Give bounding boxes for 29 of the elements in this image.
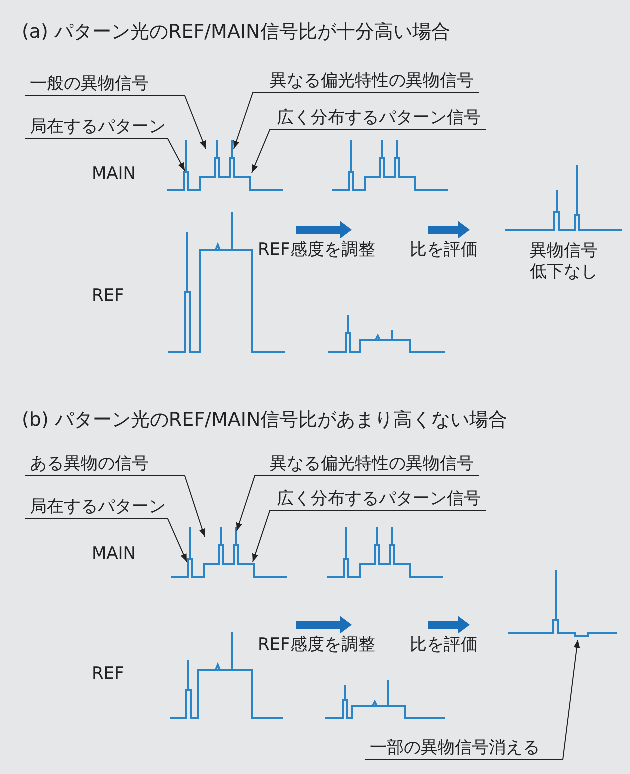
callout-label: 局在するパターン bbox=[30, 118, 166, 137]
section-heading: (b) パターン光のREF/MAIN信号比があまり高くない場合 bbox=[22, 410, 508, 431]
signal-label: REF bbox=[92, 665, 124, 684]
step-label: REF感度を調整 bbox=[258, 636, 376, 655]
leader-line bbox=[252, 510, 486, 562]
section-heading: (a) パターン光のREF/MAIN信号比が十分高い場合 bbox=[22, 22, 450, 43]
signal-label: MAIN bbox=[92, 545, 136, 564]
leader-line bbox=[24, 96, 206, 150]
leader-line bbox=[236, 476, 480, 532]
callout-label: 一部の異物信号消える bbox=[370, 739, 540, 758]
leader-line bbox=[252, 130, 486, 174]
leader-line bbox=[24, 476, 206, 538]
step-label: 比を評価 bbox=[410, 241, 478, 260]
callout-label: 広く分布するパターン信号 bbox=[277, 490, 481, 509]
callout-label: 異なる偏光特性の異物信号 bbox=[270, 455, 474, 474]
signal-label: MAIN bbox=[92, 165, 136, 184]
step-label: 比を評価 bbox=[410, 636, 478, 655]
callout-label: 局在するパターン bbox=[30, 498, 166, 517]
result-label: 異物信号低下なし bbox=[529, 241, 599, 284]
leader-line bbox=[364, 640, 580, 760]
callout-label: 広く分布するパターン信号 bbox=[277, 109, 481, 128]
callout-label: 一般の異物信号 bbox=[30, 75, 149, 94]
callout-label: ある異物の信号 bbox=[30, 455, 149, 474]
callout-label: 異なる偏光特性の異物信号 bbox=[270, 72, 474, 91]
signal-label: REF bbox=[92, 287, 124, 306]
leader-line bbox=[24, 518, 188, 562]
step-label: REF感度を調整 bbox=[258, 241, 376, 260]
leader-line bbox=[234, 92, 480, 150]
leader-line bbox=[24, 138, 186, 172]
